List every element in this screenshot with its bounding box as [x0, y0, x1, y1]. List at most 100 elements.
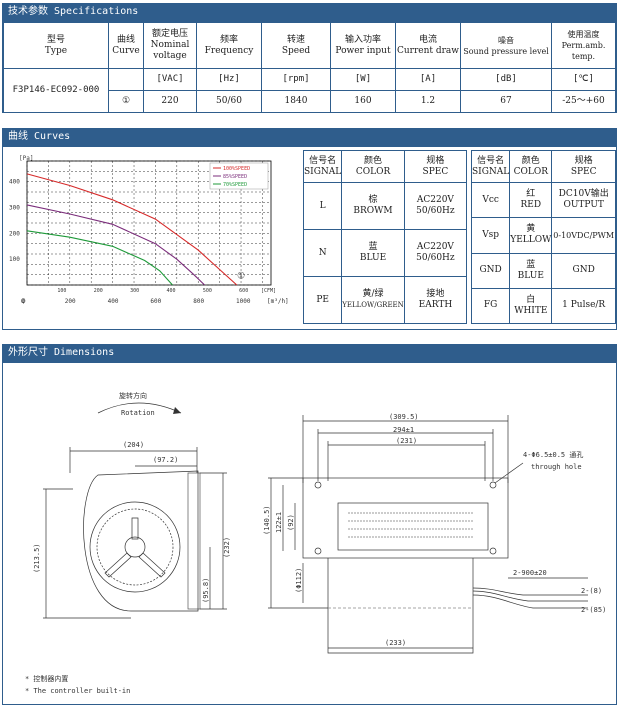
mount-hole-br: [489, 547, 497, 555]
cfm-tick-label: 500: [203, 288, 212, 294]
x-tick-label: 600: [150, 298, 161, 305]
cell-voltage: 220: [143, 90, 197, 113]
unit-curve: [108, 68, 144, 91]
series-line: [26, 204, 205, 286]
dim-97: (97.2): [153, 456, 178, 464]
cfm-tick-label: 400: [166, 288, 175, 294]
dim-92: (92): [287, 514, 295, 531]
legend-label: 70%SPEED: [223, 182, 247, 188]
blade-lines: [348, 512, 473, 538]
chart-series: ①: [26, 173, 245, 286]
cell-temp: -25～+60: [551, 90, 616, 113]
x-tick-label: 800: [193, 298, 204, 305]
unit-temp: [℃]: [551, 68, 616, 91]
series-line: [26, 173, 238, 286]
y-tick-label: 100: [9, 256, 20, 263]
chart-legend: 100%SPEED 85%SPEED 70%SPEED: [209, 162, 269, 190]
mount-hole-tl: [314, 481, 322, 489]
unit-frequency: [Hz]: [196, 68, 262, 91]
curve-marker: ①: [237, 272, 245, 282]
dim-231: (231): [396, 437, 417, 445]
legend-label: 100%SPEED: [223, 166, 250, 172]
chart-grid: [26, 160, 271, 286]
dim-112: (Φ112): [295, 568, 303, 593]
dim-213: (213.5): [33, 543, 41, 573]
dim-95: (95.8): [202, 578, 210, 603]
plot-frame: [26, 160, 272, 286]
legend-label: 85%SPEED: [223, 174, 247, 180]
housing-body: [327, 558, 474, 654]
specs-section-header: 技术参数 Specifications: [2, 3, 617, 21]
dim-122: 122±1: [275, 512, 283, 533]
cfm-tick-label: 300: [130, 288, 139, 294]
flange-plate: [302, 477, 509, 559]
cfm-tick-label: 600: [239, 288, 248, 294]
y-tick-label: 300: [9, 205, 20, 212]
x-axis-unit-label: [m³/h]: [267, 298, 289, 305]
mount-hole-bl: [314, 547, 322, 555]
spoke-left: [104, 552, 132, 578]
x-tick-label: 200: [65, 298, 76, 305]
spoke-right: [138, 552, 166, 578]
x-axis-q-label: Q: [21, 298, 25, 305]
dims-panel: 旋转方向 Rotation (204) (97.2) (213.5): [2, 362, 617, 705]
front-view: (204) (97.2) (213.5) (232) (95.8): [33, 441, 231, 619]
cable-1: [472, 587, 588, 596]
dim-294: 294±1: [393, 426, 414, 434]
cfm-tick-label: 200: [94, 288, 103, 294]
cfm-unit-label: [CFM]: [261, 288, 276, 294]
dim-cable: 2-900±20: [513, 569, 547, 577]
hub: [124, 536, 146, 558]
scroll-housing: [83, 470, 199, 612]
curves-section-header: 曲线 Curves: [2, 128, 617, 146]
dims-section-header: 外形尺寸 Dimensions: [2, 344, 617, 362]
dim-232: (232): [223, 537, 231, 558]
unit-voltage: [VAC]: [143, 68, 197, 91]
mount-hole-tr: [489, 481, 497, 489]
dimension-drawing: 旋转方向 Rotation (204) (97.2) (213.5): [25, 391, 606, 695]
unit-power: [W]: [330, 68, 396, 91]
outlet-opening: [337, 502, 489, 551]
chart-ylabel: [Pa]: [19, 155, 33, 162]
impeller-outer: [89, 501, 181, 593]
unit-speed: [rpm]: [261, 68, 331, 91]
cable-3: [472, 594, 588, 609]
spoke-top: [131, 517, 139, 540]
cable-2: [472, 590, 588, 602]
rotation-arrowhead-icon: [173, 407, 181, 414]
note-controller-zh: * 控制器内置: [25, 674, 68, 683]
outlet-flange: [187, 472, 201, 610]
dim-c8: 2-(8): [581, 587, 602, 595]
series-line: [26, 230, 173, 286]
x-tick-label: 400: [108, 298, 119, 305]
impeller-blades: [96, 508, 174, 586]
x-tick-label: 0: [22, 298, 26, 305]
cfm-tick-label: 100: [57, 288, 66, 294]
cell-speed: 1840: [261, 90, 331, 113]
note-controller-en: * The controller built-in: [25, 687, 130, 695]
cell-curve: ①: [108, 90, 144, 113]
cell-noise: 67: [460, 90, 552, 113]
side-view: (309.5) 294±1 (231) (140.5) 122±1: [263, 413, 606, 654]
